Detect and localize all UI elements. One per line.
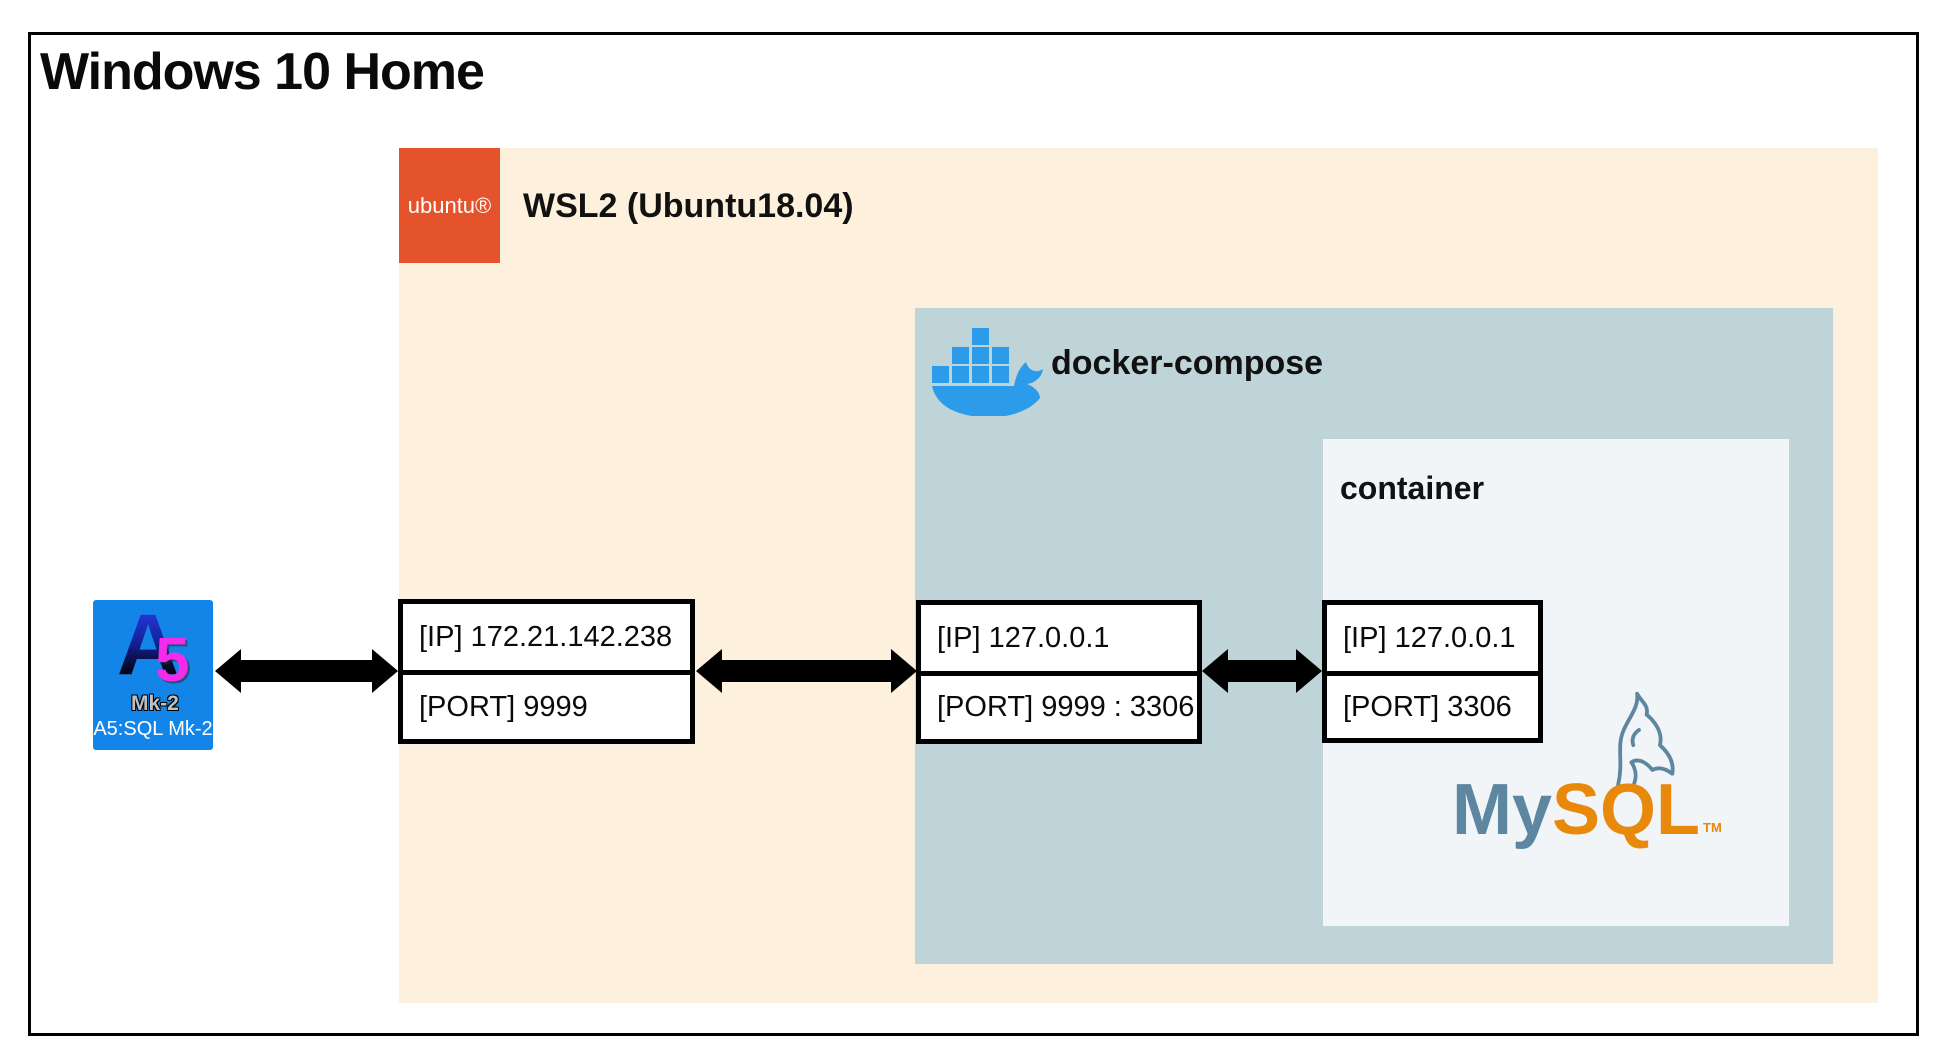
mysql-word-sql: SQL	[1552, 770, 1701, 850]
double-arrow-wsl-docker	[696, 649, 917, 693]
host-title: Windows 10 Home	[40, 43, 485, 101]
double-arrow-docker-container	[1202, 649, 1322, 693]
wsl-title: WSL2 (Ubuntu18.04)	[523, 187, 854, 225]
ip-row: [IP] 172.21.142.238	[403, 604, 690, 675]
port-row: [PORT] 9999 : 3306	[937, 691, 1195, 723]
a5sql-client-icon: A 5 Mk-2 A5:SQL Mk-2	[93, 600, 213, 750]
a5-caption: A5:SQL Mk-2	[93, 718, 213, 740]
docker-compose-title: docker-compose	[1051, 344, 1324, 382]
ubuntu-logo: ubuntu®	[399, 148, 500, 263]
double-arrow-client-wsl	[215, 649, 398, 693]
a5-glyph-5: 5	[155, 626, 190, 695]
ubuntu-logo-label: ubuntu®	[407, 192, 492, 218]
port-row: [PORT] 9999	[419, 690, 588, 723]
mysql-word-my: My	[1452, 770, 1553, 850]
ip-row: [IP] 127.0.0.1	[921, 605, 1197, 676]
endpoint-box-docker: [IP] 127.0.0.1 [PORT] 9999 : 3306	[916, 600, 1202, 744]
ip-row: [IP] 127.0.0.1	[1327, 605, 1538, 676]
endpoint-box-container: [IP] 127.0.0.1 [PORT] 3306	[1322, 600, 1543, 743]
mysql-tm: TM	[1703, 820, 1722, 835]
container-title: container	[1340, 470, 1485, 506]
a5-glyph-mk2: Mk-2	[131, 692, 179, 715]
docker-whale-icon	[932, 328, 1043, 416]
endpoint-box-wsl: [IP] 172.21.142.238 [PORT] 9999	[398, 599, 695, 744]
a5-glyph-a: A	[117, 597, 180, 693]
port-row: [PORT] 3306	[1343, 690, 1512, 723]
mysql-dolphin-icon	[1616, 691, 1675, 788]
